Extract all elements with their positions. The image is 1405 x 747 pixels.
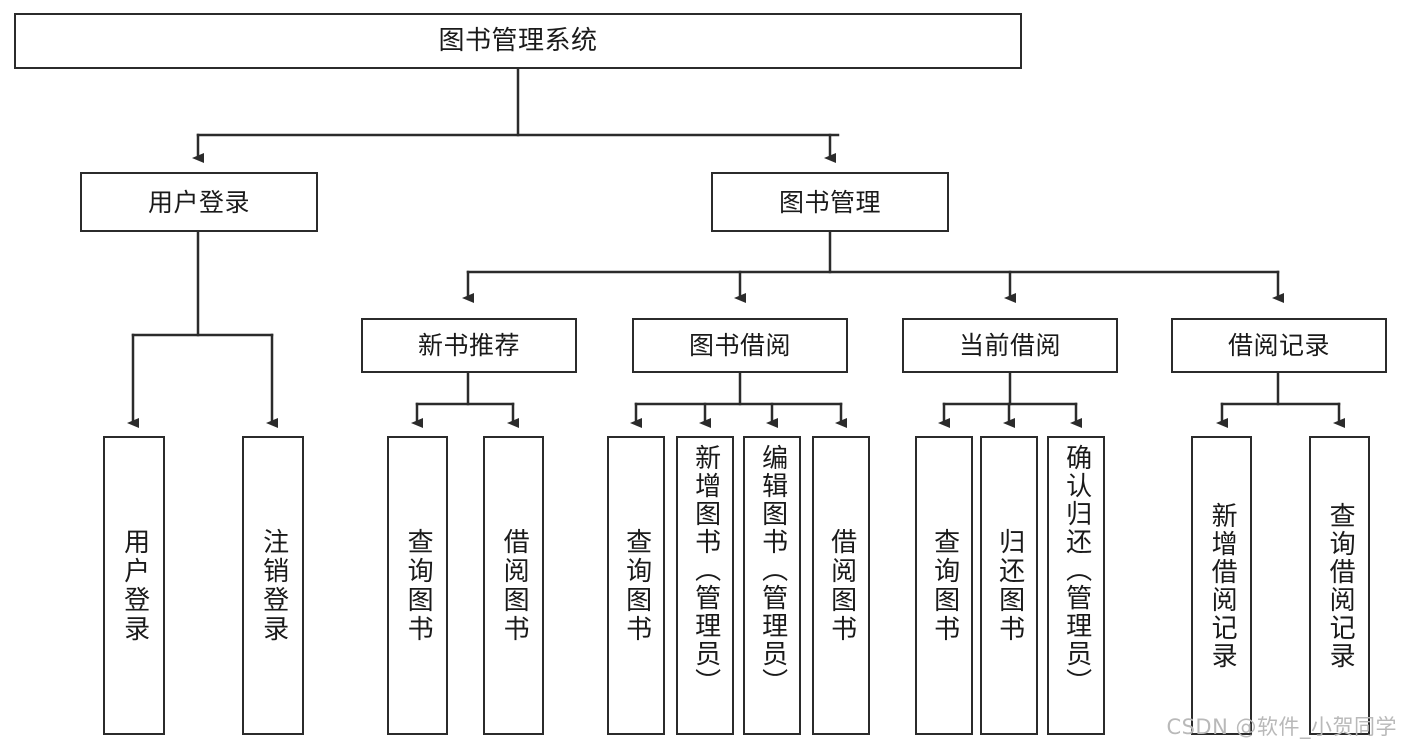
vertical-text-wrap: 新增借阅记录 (1193, 438, 1250, 733)
node-label: 图书管理 (778, 187, 881, 217)
vertical-text-wrap: 查询图书 (389, 438, 446, 733)
node-leaf-query-book-a[interactable]: 查询图书 (387, 436, 448, 735)
node-borrow-records[interactable]: 借阅记录 (1171, 318, 1387, 373)
node-leaf-borrow-book-a[interactable]: 借阅图书 (483, 436, 544, 735)
node-label: 借阅记录 (1227, 331, 1330, 360)
node-leaf-edit-book[interactable]: 编辑图书（管理员） (743, 436, 801, 735)
node-leaf-query-book-b[interactable]: 查询图书 (607, 436, 665, 735)
node-label: 用户登录 (147, 187, 250, 217)
csdn-watermark: CSDN @软件_小贺同学 (1166, 715, 1397, 739)
node-label: 注销登录 (258, 527, 289, 644)
node-leaf-add-borrow-record[interactable]: 新增借阅记录 (1191, 436, 1252, 735)
node-book-borrowing[interactable]: 图书借阅 (632, 318, 848, 373)
node-label: 图书管理系统 (438, 26, 598, 56)
vertical-text-wrap: 注销登录 (244, 438, 302, 733)
node-label: 用户登录 (119, 527, 150, 644)
node-current-borrowing[interactable]: 当前借阅 (902, 318, 1118, 373)
vertical-text-wrap: 确认归还（管理员） (1049, 438, 1103, 739)
node-label: 编辑图书（管理员） (757, 444, 788, 696)
node-root-book-management-system[interactable]: 图书管理系统 (14, 13, 1022, 69)
node-label: 借阅图书 (499, 527, 530, 644)
vertical-text-wrap: 借阅图书 (485, 438, 542, 733)
node-label: 查询图书 (403, 527, 434, 644)
node-label: 新增借阅记录 (1207, 501, 1238, 670)
node-leaf-query-borrow-record[interactable]: 查询借阅记录 (1309, 436, 1370, 735)
node-leaf-borrow-book-b[interactable]: 借阅图书 (812, 436, 870, 735)
node-label: 图书借阅 (688, 331, 791, 360)
node-label: 查询借阅记录 (1325, 501, 1356, 670)
node-label: 查询图书 (929, 527, 960, 644)
node-label: 新增图书（管理员） (690, 444, 721, 696)
node-label: 借阅图书 (826, 527, 857, 644)
vertical-text-wrap: 用户登录 (105, 438, 163, 733)
vertical-text-wrap: 借阅图书 (814, 438, 868, 733)
vertical-text-wrap: 查询图书 (917, 438, 971, 733)
node-new-book-recommendation[interactable]: 新书推荐 (361, 318, 577, 373)
node-label: 当前借阅 (958, 331, 1061, 360)
node-book-management[interactable]: 图书管理 (711, 172, 949, 232)
vertical-text-wrap: 查询借阅记录 (1311, 438, 1368, 733)
node-leaf-return-book[interactable]: 归还图书 (980, 436, 1038, 735)
node-leaf-add-book[interactable]: 新增图书（管理员） (676, 436, 734, 735)
node-label: 查询图书 (621, 527, 652, 644)
node-leaf-confirm-return[interactable]: 确认归还（管理员） (1047, 436, 1105, 735)
node-label: 新书推荐 (417, 331, 520, 360)
node-leaf-user-login[interactable]: 用户登录 (103, 436, 165, 735)
vertical-text-wrap: 查询图书 (609, 438, 663, 733)
node-user-login[interactable]: 用户登录 (80, 172, 318, 232)
vertical-text-wrap: 新增图书（管理员） (678, 438, 732, 739)
node-leaf-query-book-c[interactable]: 查询图书 (915, 436, 973, 735)
node-label: 确认归还（管理员） (1061, 444, 1092, 696)
vertical-text-wrap: 归还图书 (982, 438, 1036, 733)
node-leaf-logout[interactable]: 注销登录 (242, 436, 304, 735)
node-label: 归还图书 (994, 527, 1025, 644)
vertical-text-wrap: 编辑图书（管理员） (745, 438, 799, 739)
